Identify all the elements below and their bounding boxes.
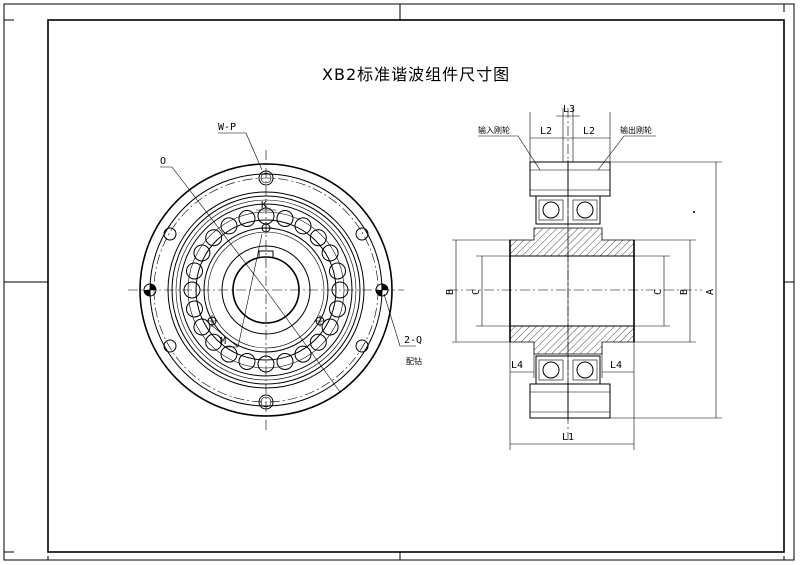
label-match-drill: 配钻 [406, 356, 422, 366]
sheet-frame [3, 3, 795, 561]
label-l4-right: L4 [610, 360, 622, 371]
flange-bolt-holes [163, 170, 369, 410]
front-view: W-P O K M 2-Q 配钻 [128, 122, 422, 432]
bearing-rollers [183, 207, 349, 373]
label-l1: L1 [562, 432, 574, 443]
label-output-gear: 输出刚轮 [620, 125, 652, 135]
label-o: O [160, 156, 166, 167]
label-k: K [261, 200, 267, 211]
side-section-view: L3 L2 L2 输入刚轮 输出刚轮 B C C B A L4 L4 L1 [445, 104, 722, 450]
dowel-pin-holes [143, 283, 389, 297]
label-l4-left: L4 [511, 360, 523, 371]
label-l2-left: L2 [540, 126, 552, 137]
label-a: A [705, 289, 716, 295]
shaft-bore [232, 256, 300, 324]
outer-flange [139, 163, 393, 417]
label-c-right: C [653, 289, 664, 295]
label-b-right: B [679, 289, 690, 295]
label-m: M [220, 336, 226, 347]
label-l3: L3 [563, 104, 575, 115]
label-l2-right: L2 [583, 126, 595, 137]
drawing-title: XB2标准谐波组件尺寸图 [322, 65, 510, 84]
label-input-gear: 输入刚轮 [478, 125, 510, 135]
label-c-left: C [471, 289, 482, 295]
label-w-p: W-P [218, 122, 236, 133]
inner-tapped-holes [206, 222, 326, 327]
keyway [258, 250, 274, 257]
label-b-left: B [445, 289, 456, 295]
label-2-q: 2-Q [404, 335, 422, 346]
